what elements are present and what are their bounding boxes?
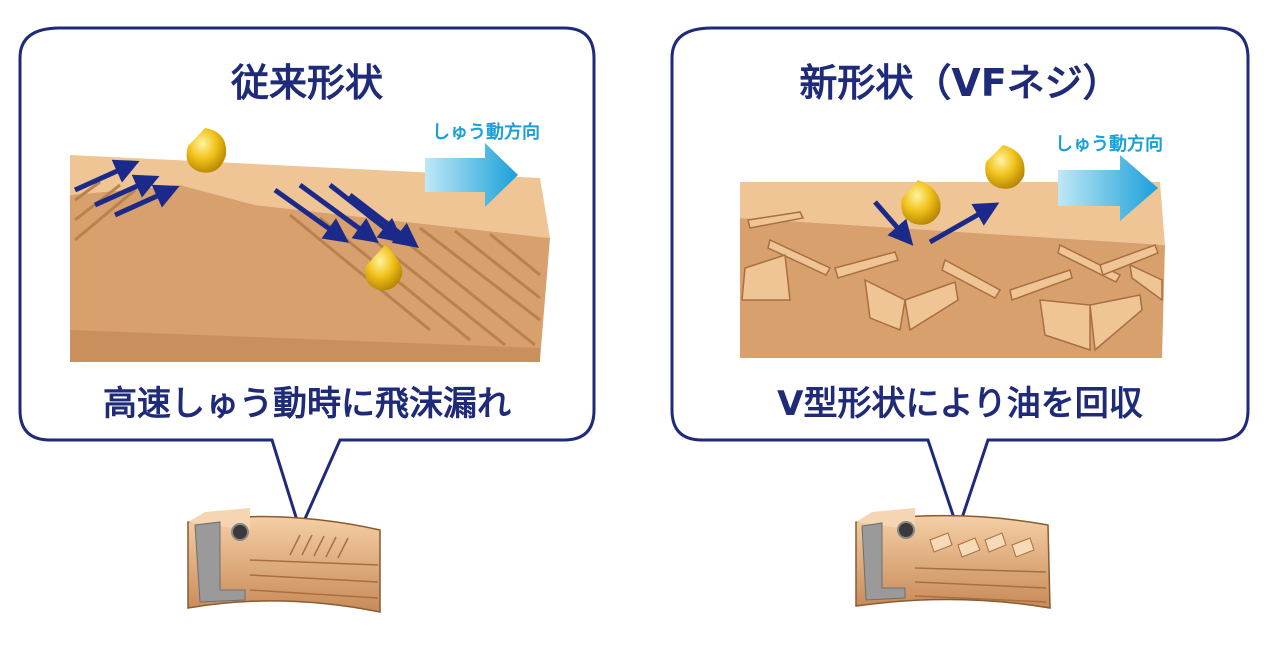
right-caption: V型形状により油を回収 [777, 384, 1143, 424]
oil-drop-icon [186, 128, 227, 173]
right-flow-arrows [873, 200, 1000, 246]
left-direction-label: しゅう動方向 [432, 122, 540, 143]
left-ring-part [187, 508, 381, 613]
v-grooves [741, 211, 1163, 352]
right-panel-title: 新形状（VFネジ） [799, 61, 1121, 105]
left-surface-illustration [70, 128, 550, 362]
left-flow-arrows [73, 159, 419, 249]
right-direction-label: しゅう動方向 [1055, 134, 1163, 155]
bolt-icon [897, 521, 915, 539]
arrow-right-icon [1058, 155, 1158, 221]
oil-drop-icon [985, 145, 1025, 189]
left-caption: 高速しゅう動時に飛沫漏れ [103, 384, 511, 424]
right-ring-part [855, 508, 1051, 609]
oil-drop-icon [901, 180, 941, 225]
arrow-right-icon [425, 143, 518, 207]
right-surface-illustration [740, 145, 1165, 358]
oil-drop-icon [365, 245, 403, 291]
left-panel-title: 従来形状 [230, 61, 383, 105]
bolt-icon [231, 523, 249, 541]
